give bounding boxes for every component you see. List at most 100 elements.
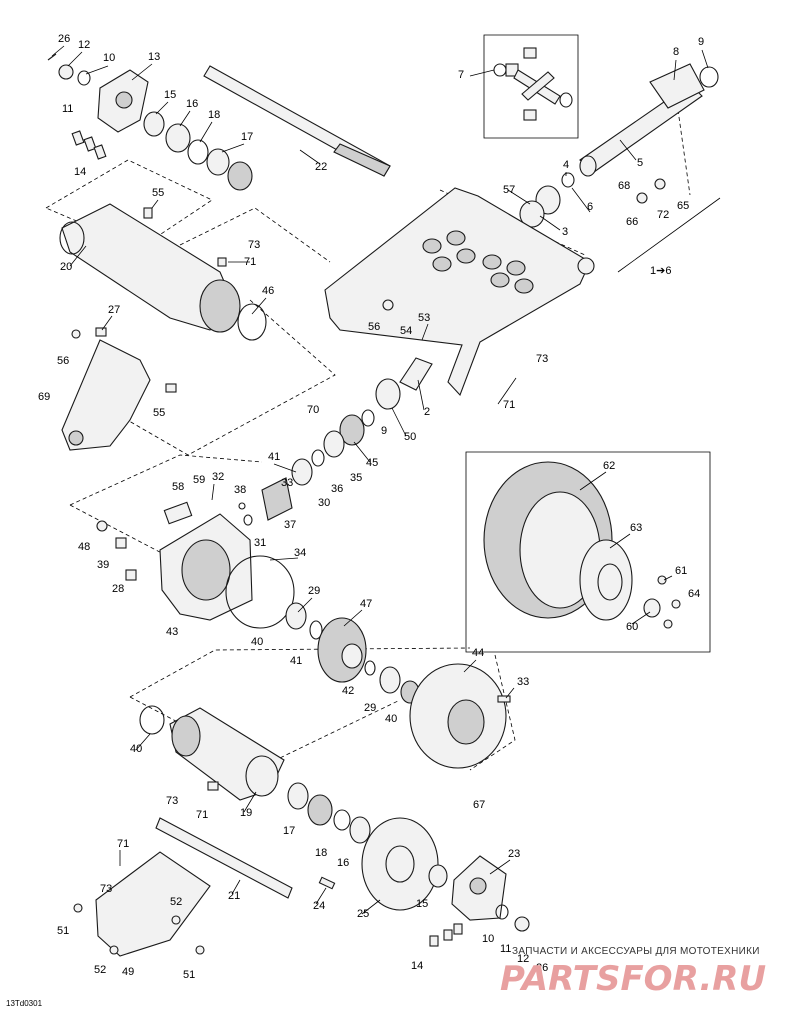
- callout-57-16: 57: [503, 184, 515, 196]
- callout-40-61: 40: [251, 636, 263, 648]
- callout-9-13: 9: [698, 36, 704, 48]
- callout-10-90: 10: [482, 933, 494, 945]
- callout-30-46: 30: [318, 497, 330, 509]
- swing-arm-frame: [324, 187, 595, 397]
- center-bearing-stack: [163, 357, 433, 526]
- callout-66-20: 66: [626, 216, 638, 228]
- callout-37-52: 37: [284, 519, 296, 531]
- callout-52-95: 52: [94, 964, 106, 976]
- callout-29-64: 29: [364, 702, 376, 714]
- callout-17-77: 17: [283, 825, 295, 837]
- callout-55-35: 55: [153, 407, 165, 419]
- upper-hub-group: [47, 53, 253, 191]
- callout-60-72: 60: [626, 621, 638, 633]
- wheel-inset-frame: [465, 451, 711, 653]
- ring-gear-47: [285, 602, 420, 704]
- callout-6-17: 6: [587, 201, 593, 213]
- callout-54-32: 54: [400, 325, 412, 337]
- watermark-logo: PARTSFOR.RU: [500, 959, 766, 999]
- callout-11-4: 11: [62, 103, 73, 115]
- callout-73-74: 73: [166, 795, 178, 807]
- final-drive-housing-43: [96, 513, 295, 629]
- callout-16-6: 16: [186, 98, 198, 110]
- callout-18-78: 18: [315, 847, 327, 859]
- callout-53-31: 53: [418, 312, 430, 324]
- u-joint-inset-frame: [483, 34, 579, 139]
- callout-33-51: 33: [281, 477, 293, 489]
- callout-56-30: 56: [368, 321, 380, 333]
- callout-20-27: 20: [60, 261, 72, 273]
- callout-23-81: 23: [508, 848, 520, 860]
- callout-73-36: 73: [536, 353, 548, 365]
- leader-lines: [51, 45, 709, 915]
- callout-48-54: 48: [78, 541, 90, 553]
- callout-9-40: 9: [381, 425, 387, 437]
- callout-62-68: 62: [603, 460, 615, 472]
- callout-41-62: 41: [290, 655, 302, 667]
- callout-41-44: 41: [268, 451, 280, 463]
- callout-14-9: 14: [74, 166, 86, 178]
- callout-40-73: 40: [130, 743, 142, 755]
- callout-59-47: 59: [193, 474, 205, 486]
- callout-35-43: 35: [350, 472, 362, 484]
- callout-39-55: 39: [97, 559, 109, 571]
- callout-58-49: 58: [172, 481, 184, 493]
- callout-14-94: 14: [411, 960, 423, 972]
- callout-50-41: 50: [404, 431, 416, 443]
- callout-8-12: 8: [673, 46, 679, 58]
- callout-51-97: 51: [183, 969, 195, 981]
- callout-67-80: 67: [473, 799, 485, 811]
- callout-64-71: 64: [688, 588, 700, 600]
- callout-16-79: 16: [337, 857, 349, 869]
- callout-71-75: 71: [196, 809, 208, 821]
- callout-12-92: 12: [517, 953, 529, 965]
- cover-44: [409, 663, 511, 769]
- callout-44-66: 44: [472, 647, 484, 659]
- callout-65-22: 65: [677, 200, 689, 212]
- callout-7-11: 7: [458, 69, 464, 81]
- callout-70-38: 70: [307, 404, 319, 416]
- callout-68-19: 68: [618, 180, 630, 192]
- callout-29-58: 29: [308, 585, 320, 597]
- watermark: ЗАПЧАСТИ И АКСЕССУАРЫ ДЛЯ МОТОТЕХНИКИ PA…: [500, 946, 766, 999]
- callout-2-39: 2: [424, 406, 430, 418]
- callout-46-28: 46: [262, 285, 274, 297]
- callout-34-56: 34: [294, 547, 306, 559]
- callout-33-67: 33: [517, 676, 529, 688]
- callout-26-93: 26: [536, 962, 548, 974]
- callout-61-70: 61: [675, 565, 687, 577]
- callout-55-24: 55: [152, 187, 164, 199]
- callout-24-85: 24: [313, 900, 325, 912]
- callout-71-37: 71: [503, 399, 515, 411]
- callout-5-14: 5: [637, 157, 643, 169]
- callout-16-23: 1➔6: [650, 265, 671, 277]
- callout-17-8: 17: [241, 131, 253, 143]
- callout-49-96: 49: [122, 966, 134, 978]
- callout-51-89: 51: [57, 925, 69, 937]
- callout-42-63: 42: [342, 685, 354, 697]
- figure-code: 13Td0301: [6, 999, 43, 1008]
- callout-73-25: 73: [248, 239, 260, 251]
- callout-22-10: 22: [315, 161, 327, 173]
- lower-axle-housing-19: [139, 705, 285, 801]
- callout-56-33: 56: [57, 355, 69, 367]
- callout-28-57: 28: [112, 583, 124, 595]
- watermark-tagline: ЗАПЧАСТИ И АКСЕССУАРЫ ДЛЯ МОТОТЕХНИКИ: [512, 946, 760, 957]
- callout-45-42: 45: [366, 457, 378, 469]
- callout-11-91: 11: [500, 943, 511, 955]
- wheel-tire-inset: [483, 461, 681, 629]
- callout-13-3: 13: [148, 51, 160, 63]
- callout-38-50: 38: [234, 484, 246, 496]
- callout-32-48: 32: [212, 471, 224, 483]
- callout-71-26: 71: [244, 256, 256, 268]
- callout-40-65: 40: [385, 713, 397, 725]
- callout-31-53: 31: [254, 537, 266, 549]
- callout-63-69: 63: [630, 522, 642, 534]
- callout-18-7: 18: [208, 109, 220, 121]
- callout-72-21: 72: [657, 209, 669, 221]
- callout-52-88: 52: [170, 896, 182, 908]
- callout-69-34: 69: [38, 391, 50, 403]
- callout-47-59: 47: [360, 598, 372, 610]
